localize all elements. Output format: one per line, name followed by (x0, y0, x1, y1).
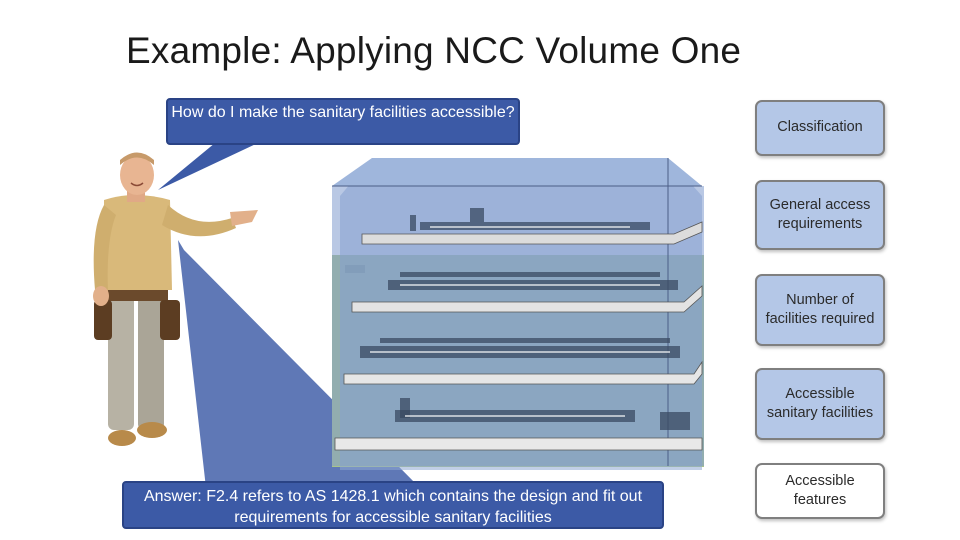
step-number-of-facilities: Number of facilities required (755, 274, 885, 346)
step-accessible-features: Accessible features (755, 463, 885, 519)
question-pointer (158, 143, 258, 190)
step-classification: Classification (755, 100, 885, 156)
step-general-access-requirements: General access requirements (755, 180, 885, 250)
question-bubble: How do I make the sanitary facilities ac… (166, 98, 520, 145)
worker-figure (93, 152, 258, 446)
slide-title: Example: Applying NCC Volume One (126, 30, 742, 71)
step-accessible-sanitary-facilities: Accessible sanitary facilities (755, 368, 885, 440)
answer-pointer (178, 240, 420, 488)
building-illustration (332, 155, 704, 470)
answer-bubble: Answer: F2.4 refers to AS 1428.1 which c… (122, 481, 664, 529)
